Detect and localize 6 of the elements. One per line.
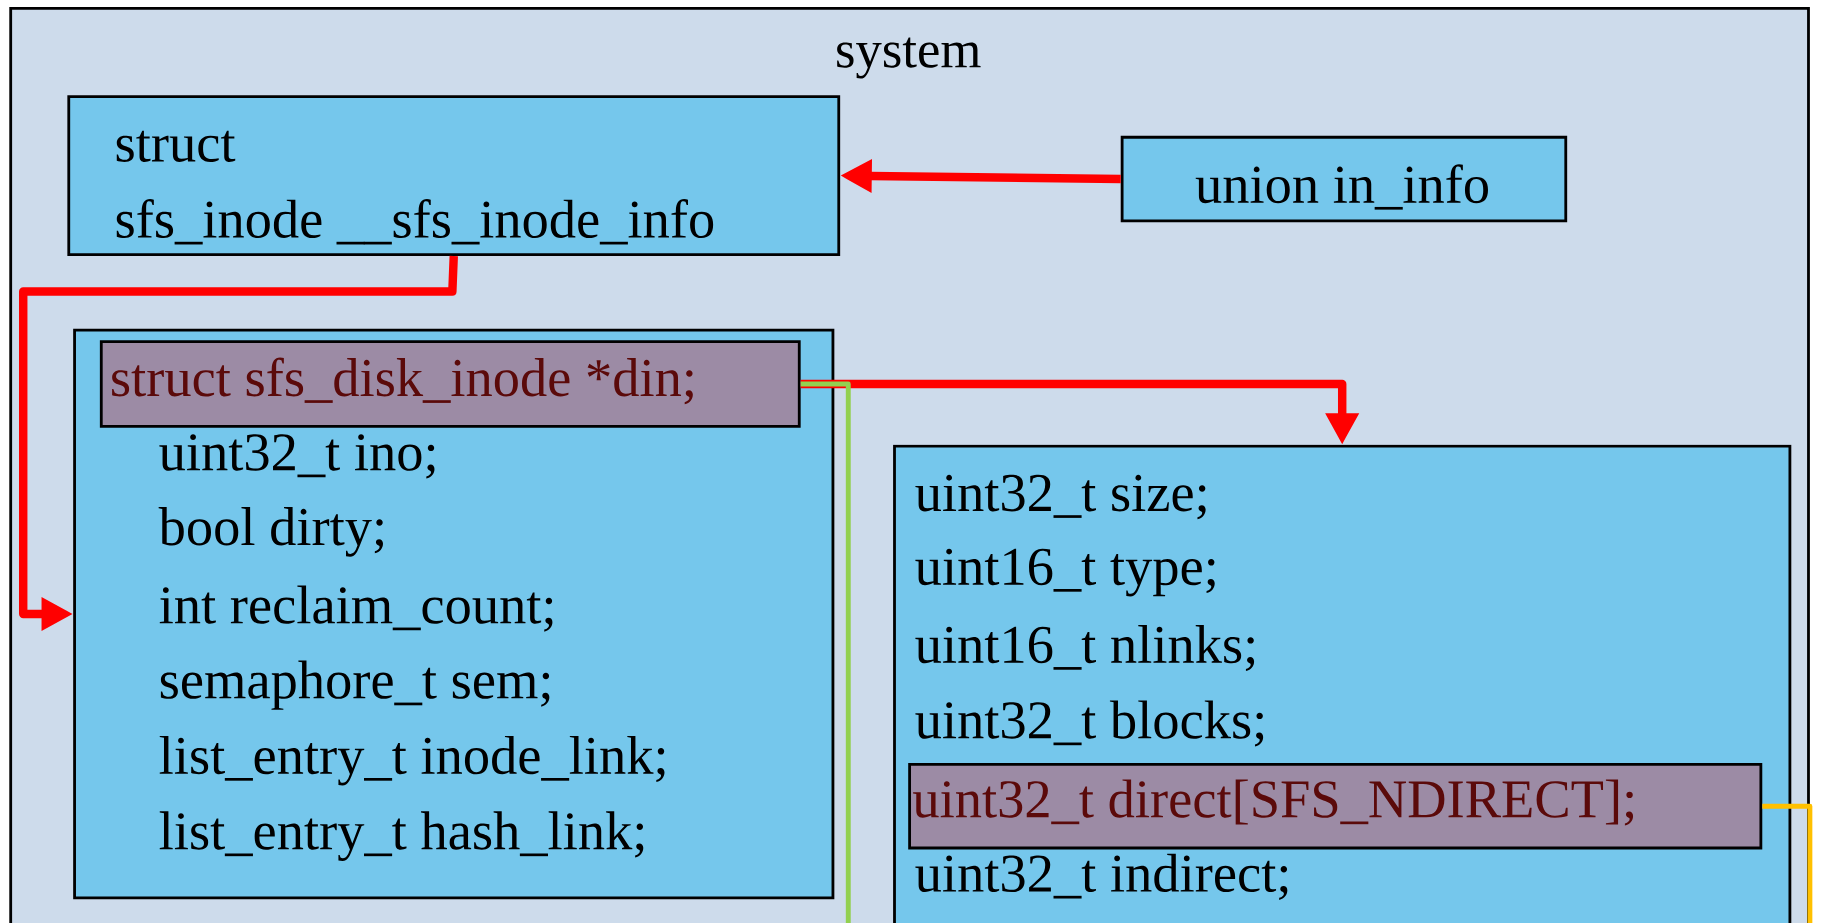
union-box: union in_info (1120, 135, 1568, 223)
field-box: struct sfs_disk_inode *din; (99, 340, 801, 428)
connector (1762, 803, 1813, 923)
connector (800, 381, 851, 923)
field-box: uint32_t direct[SFS_NDIRECT]; (908, 762, 1763, 850)
struct-box: struct sfs_inode __sfs_inode_info (67, 95, 841, 256)
